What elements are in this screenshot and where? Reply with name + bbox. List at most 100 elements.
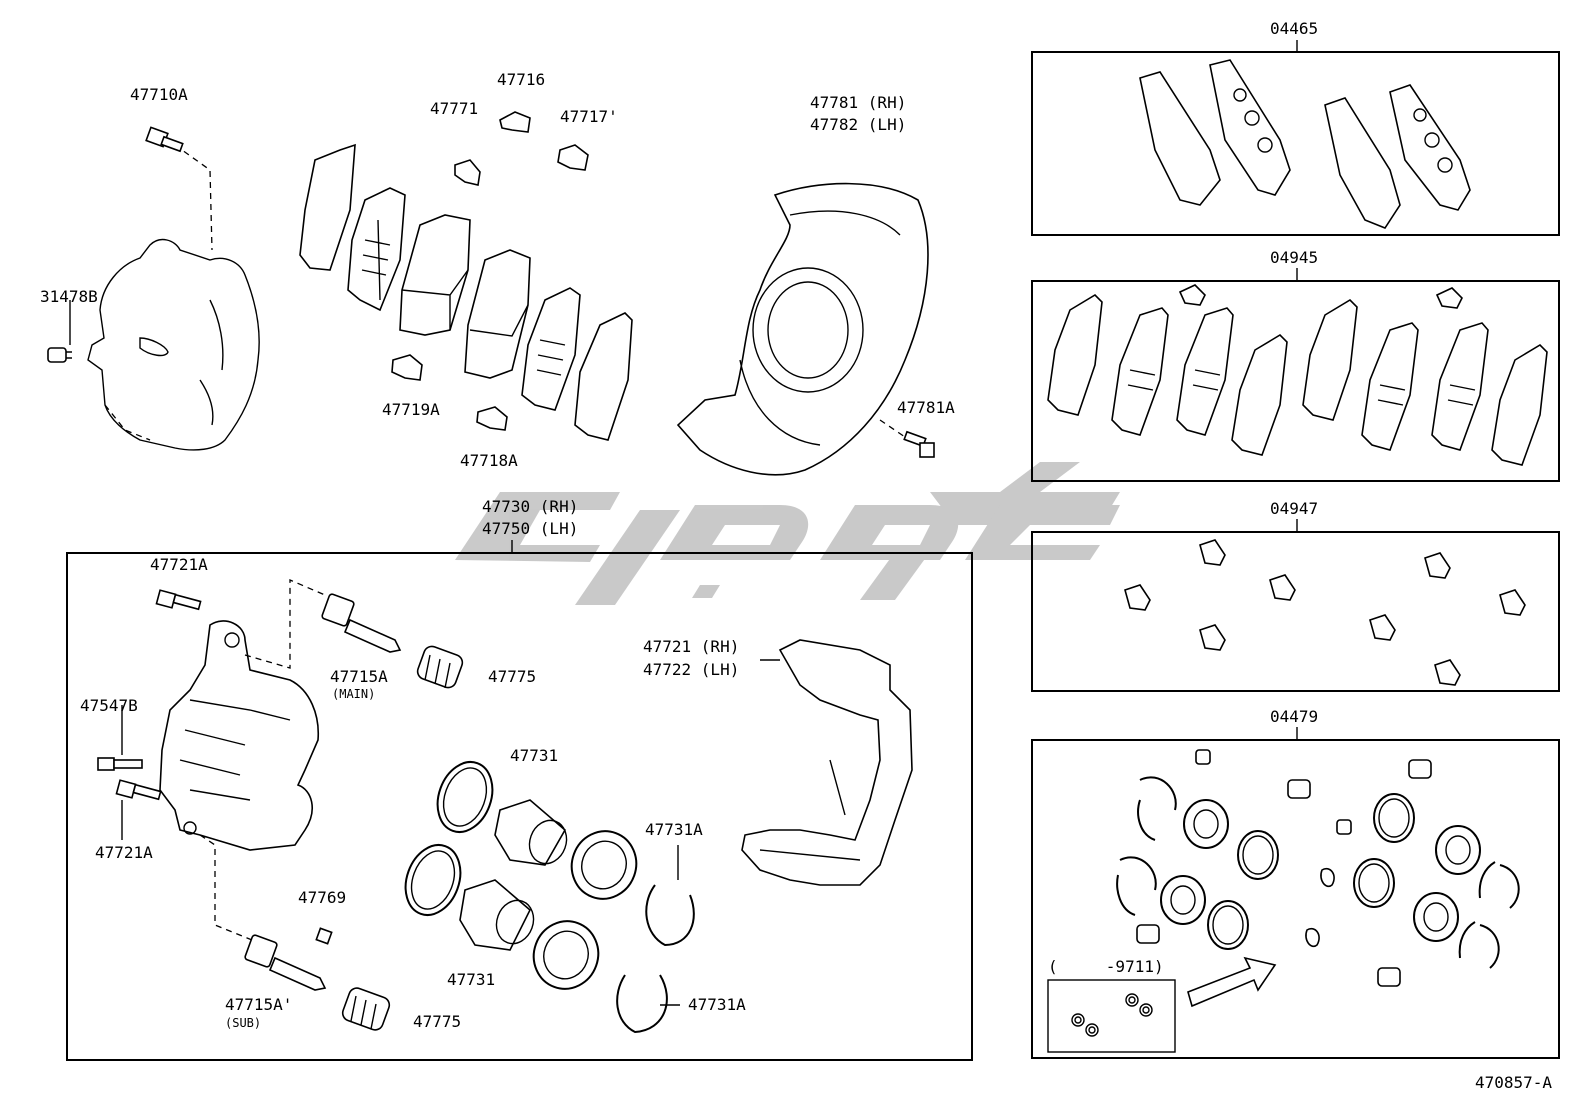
pad-shim-icon — [1209, 59, 1291, 196]
label-47721-rh: 47721 (RH) — [643, 637, 739, 656]
seal-ring-icon — [404, 844, 462, 916]
bolt-icon — [315, 927, 333, 945]
seal-ring-icon — [616, 974, 668, 1034]
slide-pin-icon — [244, 934, 327, 991]
pad-shim-icon — [1389, 84, 1471, 211]
torque-plate-icon — [741, 639, 913, 886]
label-47731a-top: 47731A — [645, 820, 703, 839]
pad-clip-icon — [1369, 614, 1396, 641]
pad-shim-icon — [574, 312, 633, 441]
pad-shim-icon — [1231, 333, 1288, 456]
dust-shield-icon — [676, 182, 929, 476]
pad-shim-icon — [1361, 322, 1419, 451]
label-47771: 47771 — [430, 99, 478, 118]
label-sub: (SUB) — [225, 1016, 261, 1030]
label-47769: 47769 — [298, 888, 346, 907]
label-47721a-bottom: 47721A — [95, 843, 153, 862]
seal-ring-icon — [570, 830, 638, 900]
pad-shim-icon — [299, 143, 356, 271]
boot-icon — [341, 987, 391, 1031]
seal-ring-icon — [1071, 993, 1153, 1037]
kit-04945-frame — [1031, 280, 1560, 482]
brake-pad-icon — [399, 214, 471, 336]
label-47731-mid: 47731 — [447, 970, 495, 989]
pad-clip-icon — [1199, 539, 1226, 566]
pad-clip-icon — [1434, 659, 1461, 686]
label-47730-rh: 47730 (RH) — [482, 497, 578, 516]
label-47775-top: 47775 — [488, 667, 536, 686]
label-kit-04479: 04479 — [1270, 707, 1318, 726]
label-47775-bottom: 47775 — [413, 1012, 461, 1031]
label-47715a: 47715A — [330, 667, 388, 686]
pad-shim-icon — [1491, 343, 1548, 466]
piston-icon — [459, 879, 535, 951]
label-31478b: 31478B — [40, 287, 98, 306]
label-47750-lh: 47750 (LH) — [482, 519, 578, 538]
pad-clip-icon — [1178, 284, 1206, 306]
label-47718a: 47718A — [460, 451, 518, 470]
kit-04465-frame — [1031, 51, 1560, 236]
pad-clip-icon — [1499, 589, 1526, 616]
pad-shim-icon — [347, 187, 406, 312]
label-47781a: 47781A — [897, 398, 955, 417]
seal-ring-icon — [1116, 776, 1520, 969]
label-kit-04945: 04945 — [1270, 248, 1318, 267]
pad-shim-icon — [1302, 298, 1358, 421]
label-47731-top: 47731 — [510, 746, 558, 765]
seal-ring-icon — [436, 761, 494, 833]
inset-kit-frame — [1047, 979, 1176, 1053]
bolt-icon — [115, 779, 162, 801]
label-date-range: ( -9711) — [1048, 957, 1164, 976]
pad-shim-icon — [521, 287, 581, 411]
label-47731a-bottom: 47731A — [688, 995, 746, 1014]
pad-shim-icon — [1431, 322, 1489, 451]
bolt-icon — [47, 347, 72, 363]
boot-icon — [416, 645, 464, 689]
kit-04947-frame — [1031, 531, 1560, 692]
label-47715a-sub: 47715A' — [225, 995, 292, 1014]
pad-clip-icon — [1269, 574, 1296, 601]
pad-clip-icon — [1124, 584, 1151, 611]
brake-pad-icon — [464, 249, 531, 379]
label-47547b: 47547B — [80, 696, 138, 715]
pad-clip-icon — [1435, 287, 1463, 309]
kit-04479-frame — [1031, 739, 1560, 1059]
label-47782-lh: 47782 (LH) — [810, 115, 906, 134]
label-47721a-top: 47721A — [150, 555, 208, 574]
label-47781-rh: 47781 (RH) — [810, 93, 906, 112]
pad-clip-icon — [391, 354, 423, 381]
label-47719a: 47719A — [382, 400, 440, 419]
pad-clip-icon — [454, 159, 481, 186]
caliper-body-icon — [87, 144, 260, 451]
label-47710a: 47710A — [130, 85, 188, 104]
arrow-icon — [1187, 956, 1277, 1008]
caliper-assembly-frame — [66, 552, 973, 1061]
label-47722-lh: 47722 (LH) — [643, 660, 739, 679]
bolt-icon — [155, 589, 202, 611]
label-drawing-number: 470857-A — [1475, 1073, 1552, 1092]
slide-pin-icon — [321, 593, 402, 653]
bolt-icon — [97, 757, 143, 771]
watermark-logo — [455, 462, 1120, 605]
label-47716: 47716 — [497, 70, 545, 89]
boot-icon — [1136, 749, 1432, 987]
label-main: (MAIN) — [332, 687, 375, 701]
pad-clip-icon — [557, 144, 589, 171]
pad-shim-icon — [1176, 307, 1234, 436]
pad-clip-icon — [1424, 552, 1451, 579]
caliper-body-icon — [159, 620, 320, 851]
pad-clip-icon — [499, 111, 531, 133]
piston-icon — [494, 799, 568, 866]
bolt-icon — [145, 126, 184, 153]
seal-ring-icon — [645, 884, 695, 947]
brake-pad-icon — [1324, 97, 1401, 229]
bolt-icon — [903, 430, 935, 458]
pad-shim-icon — [1047, 293, 1103, 416]
pad-shim-icon — [1111, 307, 1169, 436]
pad-clip-icon — [1199, 624, 1226, 651]
label-47717: 47717' — [560, 107, 618, 126]
seal-ring-icon — [532, 920, 600, 990]
pad-clip-icon — [476, 406, 508, 431]
label-kit-04947: 04947 — [1270, 499, 1318, 518]
